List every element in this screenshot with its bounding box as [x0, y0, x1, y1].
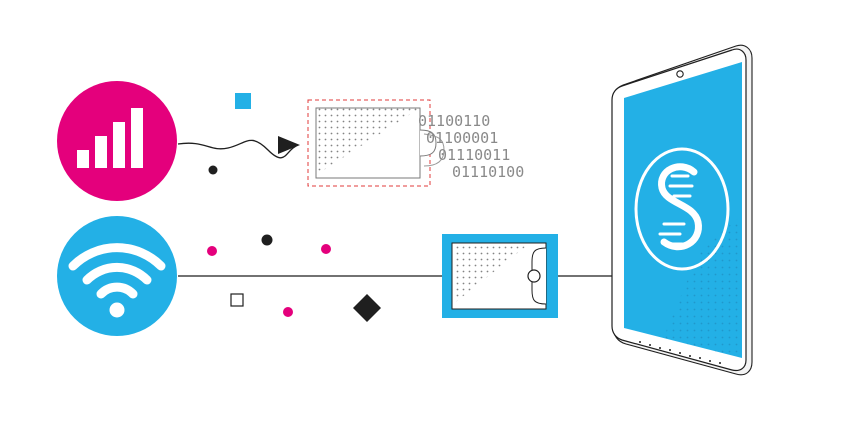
- wifi-icon: [57, 216, 177, 336]
- dot-particle: [207, 246, 217, 256]
- arrow-head-icon: [278, 136, 300, 154]
- square-particle: [235, 93, 251, 109]
- dot-particle: [208, 165, 218, 175]
- dot-particle: [261, 234, 273, 246]
- binary-line: 01100110: [418, 112, 490, 130]
- square-particle: [230, 293, 244, 307]
- dot-particle: [321, 244, 331, 254]
- dot-particle: [283, 307, 293, 317]
- cellular-signal-icon: [57, 81, 177, 201]
- binary-line: 01110011: [438, 146, 510, 164]
- data-packet-top: [307, 99, 445, 187]
- s-logo-icon: [634, 147, 730, 271]
- wavy-connector: [177, 136, 300, 159]
- camera-icon: [676, 70, 684, 78]
- data-packet-middle: [442, 234, 558, 318]
- bottom-dots: [639, 341, 721, 364]
- tablet-device: [611, 44, 753, 376]
- diamond-particle: [353, 294, 381, 322]
- binary-line: 01100001: [426, 129, 498, 147]
- particles: [207, 93, 381, 322]
- binary-data: 01100110 01100001 01110011 01110100: [418, 112, 524, 181]
- straight-connector: [178, 266, 632, 286]
- binary-line: 01110100: [452, 163, 524, 181]
